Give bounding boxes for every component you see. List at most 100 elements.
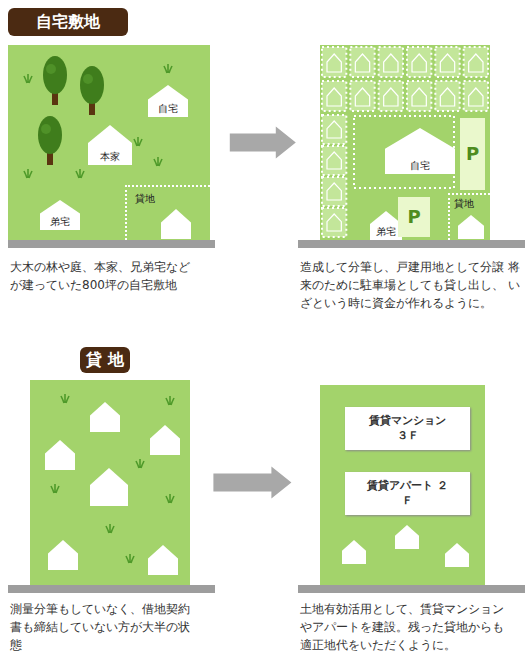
house-icon (327, 152, 341, 169)
caption-text: 造成して分筆し、戸建用地として分譲 将来のために駐車場としても貸し出し、 いざと… (300, 258, 520, 312)
heading-text: 自宅敷地 (36, 8, 100, 36)
house-icon (48, 540, 78, 570)
tree-crown (41, 124, 51, 134)
node-label: 貸地 (454, 198, 474, 210)
house-icon (445, 543, 469, 567)
node-label: 弟宅 (40, 216, 80, 228)
house-icon (469, 54, 483, 72)
section-heading: 貸 地 (80, 347, 130, 373)
house-icon (342, 540, 366, 564)
node-label: 賃貸マンション ３Ｆ (366, 414, 450, 444)
house-node: 自宅 (385, 128, 455, 174)
lot-tile (379, 47, 403, 77)
panel-fill (30, 380, 190, 585)
house-icon (327, 54, 341, 72)
house-icon (384, 54, 398, 72)
ground-bar (298, 585, 525, 593)
house-icon (327, 183, 341, 200)
house-icon (90, 468, 128, 506)
block-arrow (230, 127, 296, 159)
house-icon (45, 440, 75, 470)
ground-bar (298, 240, 525, 248)
tree-crown (46, 64, 56, 74)
node-label: 賃貸アパート ２Ｆ (366, 479, 450, 509)
grass-tuft (24, 169, 32, 178)
grass-tuft (164, 64, 172, 73)
grass-tuft (136, 459, 144, 468)
house-icon (384, 88, 398, 106)
house-outline (88, 125, 132, 165)
ground-bar (8, 240, 215, 248)
lot-tile (464, 81, 488, 111)
caption-text: 土地有効活用として、賃貸マンション やアパートを建設。残った貸地からも 適正地代… (300, 600, 510, 654)
lot-tile (322, 47, 346, 77)
house-icon (327, 88, 341, 106)
lot-tile (322, 177, 346, 206)
house-icon (395, 525, 419, 549)
heading-text: 貸 地 (86, 347, 124, 373)
house-icon (355, 54, 369, 72)
panel-fill (8, 45, 210, 240)
lot-tile (350, 81, 374, 111)
lot-tile (322, 208, 346, 237)
node-label: 弟宅 (370, 226, 402, 238)
grass-tuft (61, 394, 69, 403)
home-lot (354, 116, 454, 188)
lot-tile (322, 81, 346, 111)
house-icon (327, 214, 341, 231)
node-label: P (407, 205, 420, 229)
land-panel: 大木の林や庭、本家、兄弟宅など が建っていた800坪の自宅敷地自宅本家弟宅貸地 (8, 45, 210, 240)
house-icon (90, 402, 120, 432)
panel-fill (320, 385, 485, 585)
house-icon (150, 425, 180, 455)
lot-tile (322, 115, 346, 144)
lease-plot: 貸地 (125, 185, 210, 240)
caption-text: 測量分筆もしていなく、借地契約 書も締結していない方が大半の状態 (10, 600, 196, 654)
node-label: 自宅 (385, 160, 455, 172)
house-icon (148, 545, 178, 575)
grass-tuft (126, 554, 134, 563)
house-icon (469, 88, 483, 106)
node-label: 本家 (88, 151, 132, 163)
building-box: P (398, 197, 430, 237)
panel-ground (30, 380, 190, 585)
lot-tile (407, 81, 431, 111)
building-box: 賃貸アパート ２Ｆ (345, 472, 470, 515)
grass-tuft (154, 157, 162, 166)
grass-tuft (51, 484, 59, 493)
tree-crown (83, 74, 93, 84)
house-icon (412, 88, 426, 106)
house-icon (327, 121, 341, 138)
grass-tuft (166, 396, 174, 405)
house-outline (385, 128, 455, 174)
section-heading: 自宅敷地 (8, 8, 128, 36)
house-icon (458, 215, 484, 239)
land-panel: 土地有効活用として、賃貸マンション やアパートを建設。残った貸地からも 適正地代… (320, 385, 485, 585)
grass-tuft (134, 137, 142, 146)
ground-bar (8, 585, 215, 593)
lot-tile (322, 146, 346, 175)
node-label: P (466, 142, 479, 166)
tree-crown (38, 116, 62, 154)
house-outline (40, 200, 80, 230)
grass-tuft (76, 169, 84, 178)
house-icon (161, 209, 191, 239)
building-box: 賃貸マンション ３Ｆ (345, 407, 470, 450)
house-node: 本家 (88, 125, 132, 165)
lot-tile (379, 81, 403, 111)
grass-tuft (106, 524, 114, 533)
house-node: 弟宅 (40, 200, 80, 230)
tree-crown (80, 66, 104, 104)
node-label: 貸地 (135, 193, 155, 205)
lot-tile (464, 47, 488, 77)
tree-crown (43, 56, 67, 94)
house-icon (440, 88, 454, 106)
lease-plot: 貸地 (448, 193, 490, 240)
building-box: P (460, 118, 485, 190)
grass-tuft (24, 74, 32, 83)
lot-tile (435, 47, 459, 77)
lot-tile (350, 47, 374, 77)
lot-tile (407, 47, 431, 77)
block-arrow (213, 467, 291, 499)
caption-text: 大木の林や庭、本家、兄弟宅など が建っていた800坪の自宅敷地 (10, 258, 196, 294)
